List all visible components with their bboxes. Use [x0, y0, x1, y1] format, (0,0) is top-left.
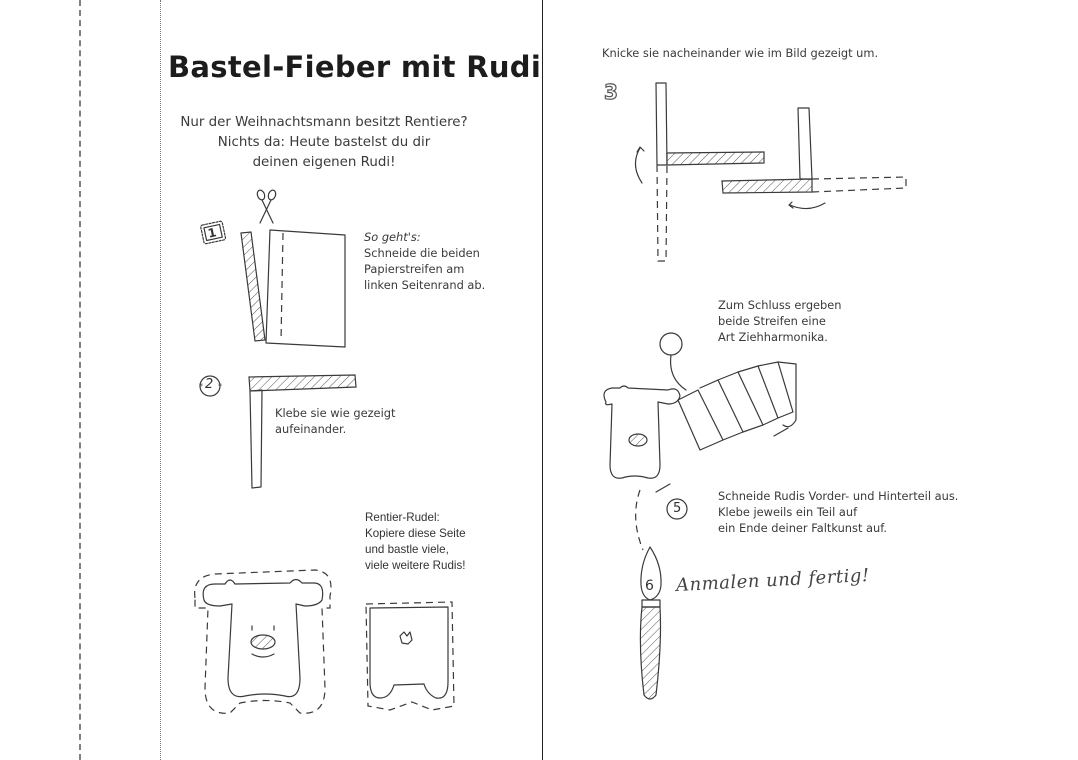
strip-vertical [249, 389, 263, 489]
step1-badge [200, 220, 227, 245]
rudel-line: Rentier-Rudel: [365, 511, 440, 524]
intro-text: Nur der Weihnachtsmann besitzt Rentiere?… [168, 113, 480, 173]
rudi-tail [399, 631, 413, 645]
paper-sheet [265, 229, 346, 348]
scissors-icon [256, 189, 277, 224]
step2-number: 2 [205, 377, 214, 392]
step4-badge [659, 332, 683, 356]
paper-strip-hatched [240, 231, 266, 342]
step1-illustration [200, 189, 346, 348]
step3-text: Knicke sie nacheinander wie im Bild geze… [602, 46, 879, 60]
step1-text: So geht's: Schneide die beiden Papierstr… [364, 229, 485, 293]
dashed-path [635, 489, 644, 551]
rudel-line: viele weitere Rudis! [365, 559, 466, 572]
step5-line: Klebe jeweils ein Teil auf [718, 505, 858, 519]
intro-line: Nichts da: Heute bastelst du dir [217, 135, 431, 150]
step2-text: Klebe sie wie gezeigt aufeinander. [275, 405, 395, 437]
accordion-illustration [603, 332, 797, 493]
handwritten-note: Anmalen und fertig! [675, 564, 871, 597]
step4-line: beide Streifen eine [718, 314, 826, 328]
rudi-nose [250, 634, 276, 650]
rudi-back-cutout [365, 601, 455, 711]
arrow [773, 427, 789, 437]
fold-arrow [789, 202, 826, 210]
step5-number: 5 [673, 501, 682, 516]
cut-line-dashed [79, 0, 81, 760]
page-title: Bastel-Fieber mit Rudi [168, 50, 542, 84]
step2-illustration: * * [199, 374, 357, 489]
step5-line: ein Ende deiner Faltkunst auf. [718, 521, 888, 535]
fold-arrow [634, 147, 643, 184]
step3-number-glyph: 3 [604, 80, 618, 104]
step2-line: aufeinander. [275, 422, 347, 436]
rudi-front-cutout [194, 569, 332, 714]
step2-badge: * * [199, 375, 222, 397]
step1-line: Papierstreifen am [364, 262, 465, 276]
rudel-line: und bastle viele, [365, 543, 449, 556]
step4-text: Zum Schluss ergeben beide Streifen eine … [718, 297, 842, 345]
step5-text: Schneide Rudis Vorder- und Hinterteil au… [718, 488, 958, 536]
step3-illustration: 3 [603, 79, 907, 262]
step4-line: Zum Schluss ergeben [718, 298, 842, 312]
strip-horizontal-hatched [248, 374, 357, 392]
svg-text:*: * [218, 382, 222, 391]
step6-number: 6 [645, 578, 654, 594]
step4-line: Art Ziehharmonika. [718, 330, 828, 344]
rudel-text: Rentier-Rudel: Kopiere diese Seite und b… [365, 510, 466, 574]
intro-line: deinen eigenen Rudi! [252, 155, 396, 170]
intro-line: Nur der Weihnachtsmann besitzt Rentiere? [180, 115, 468, 130]
page-spine [542, 0, 543, 760]
step5-badge [666, 498, 688, 520]
step1-line: linken Seitenrand ab. [364, 278, 486, 292]
step5-line: Schneide Rudis Vorder- und Hinterteil au… [718, 489, 959, 503]
fold-line-dotted [160, 0, 161, 760]
step2-line: Klebe sie wie gezeigt [275, 406, 396, 420]
arrow [655, 483, 671, 493]
step1-line: So geht's: [364, 230, 421, 244]
step1-line: Schneide die beiden [364, 246, 480, 260]
rudel-line: Kopiere diese Seite [365, 527, 466, 540]
svg-text:*: * [199, 382, 203, 391]
paintbrush-icon [639, 546, 662, 700]
